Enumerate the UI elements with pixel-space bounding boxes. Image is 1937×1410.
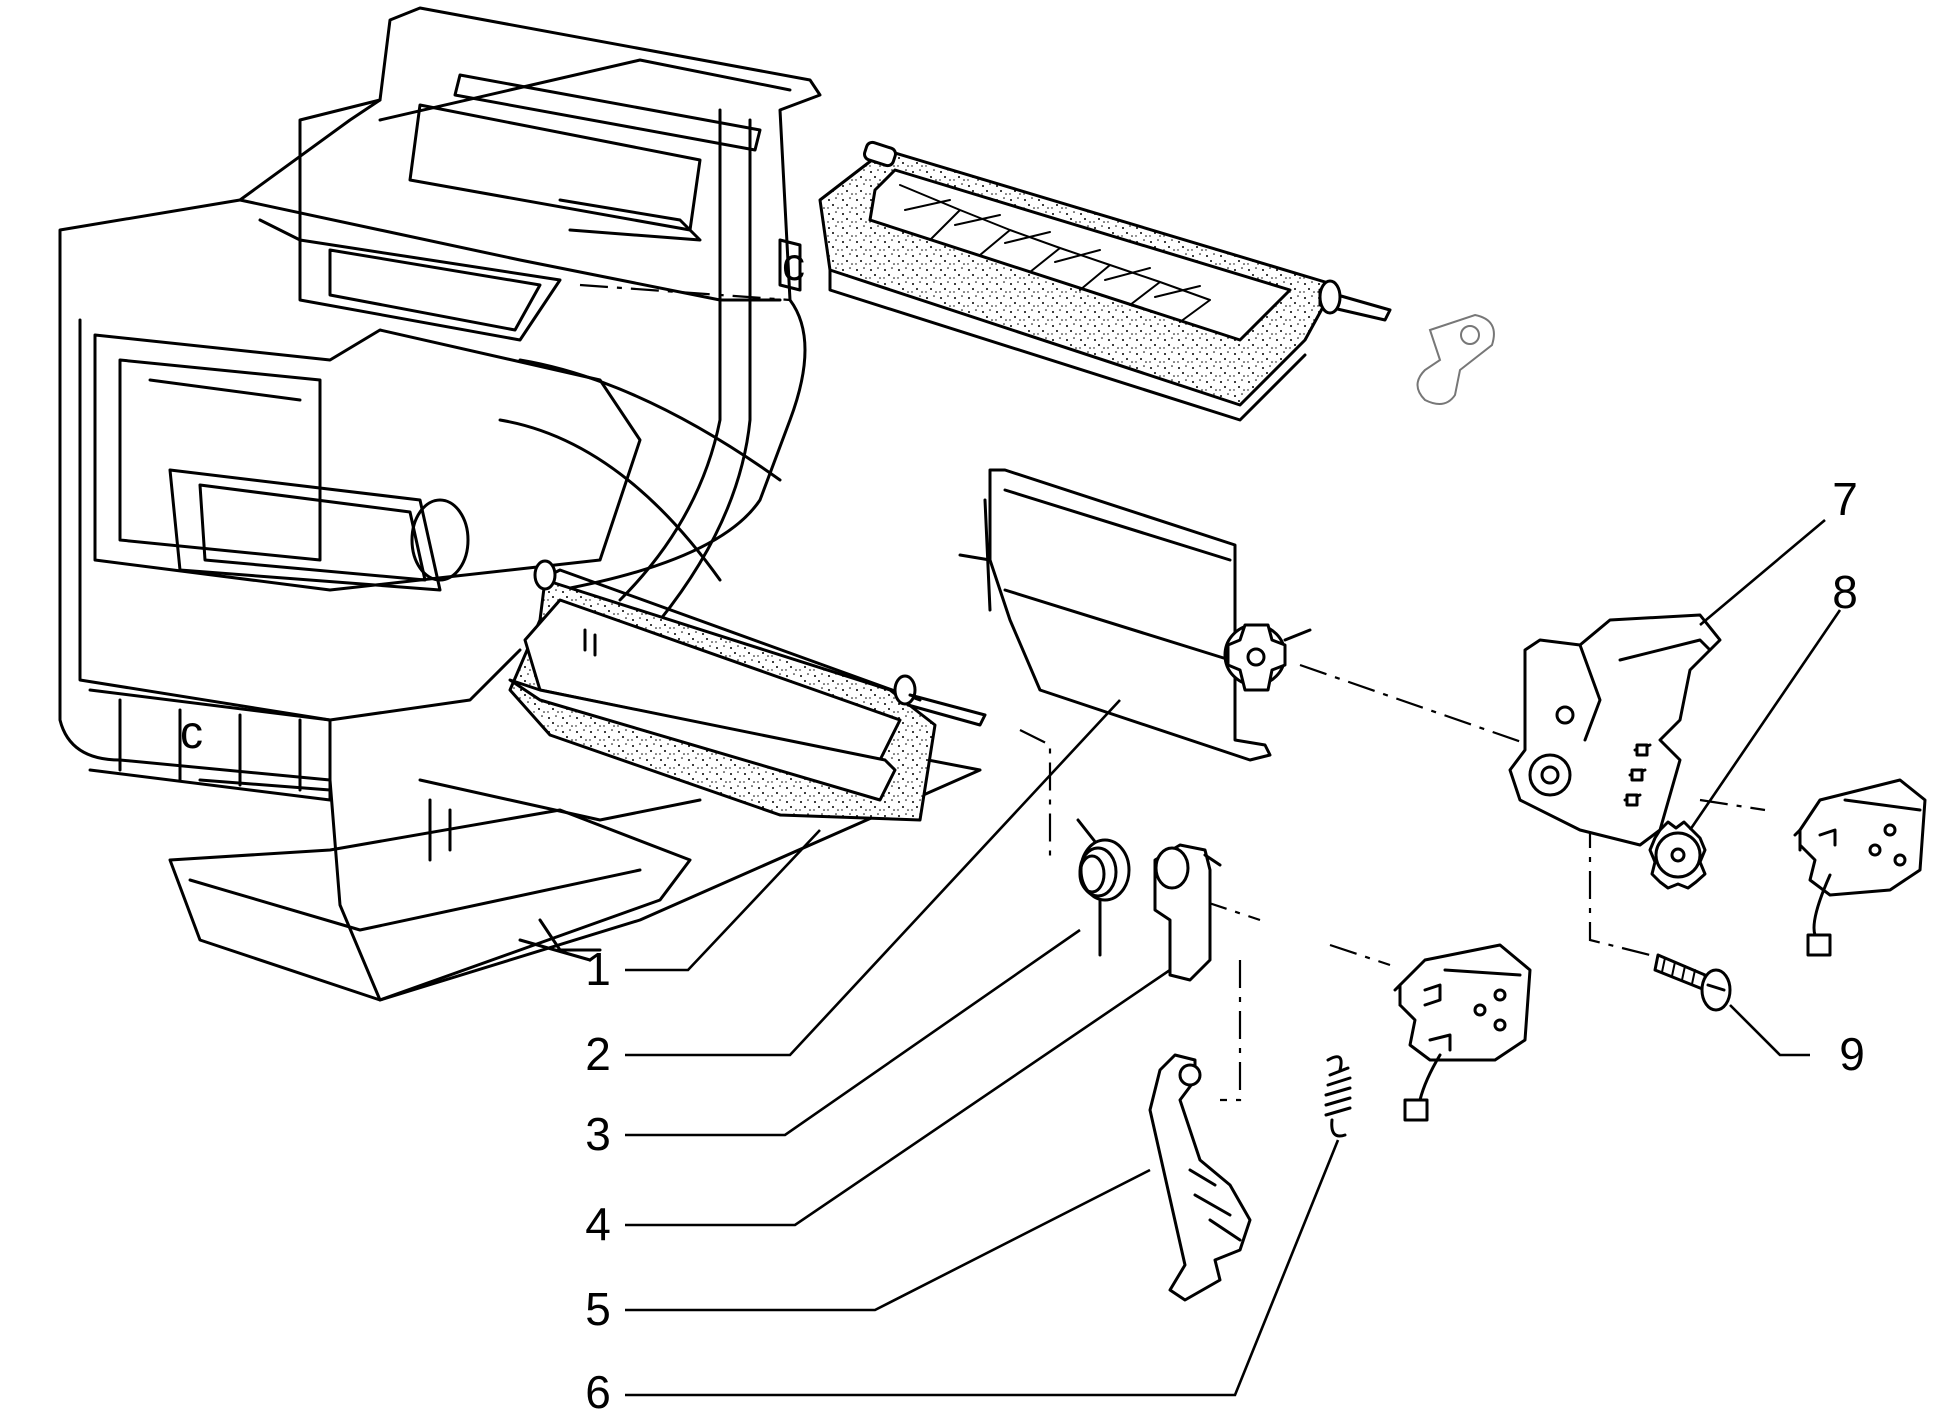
actuator-center (1393, 943, 1532, 1122)
callout-6: 6 (585, 1366, 611, 1410)
leader-2 (625, 699, 1121, 1057)
part-3-spring (1076, 818, 1131, 957)
leader-5 (625, 1168, 1151, 1312)
heater-housing: c c (58, 6, 982, 1002)
part-5-lever (1148, 1053, 1252, 1302)
part-8-gear (1648, 820, 1707, 890)
callout-1: 1 (585, 943, 611, 995)
leader-lines (625, 519, 1842, 1397)
callout-numbers: 1 2 3 4 5 6 7 8 9 (585, 473, 1865, 1410)
part-4-cam (1153, 843, 1222, 982)
leader-1 (625, 829, 821, 972)
callout-2: 2 (585, 1028, 611, 1080)
actuator-right (1793, 778, 1927, 957)
upper-flap (818, 140, 1392, 422)
callout-8: 8 (1832, 566, 1858, 618)
callout-3: 3 (585, 1108, 611, 1160)
leader-4 (625, 968, 1171, 1227)
leader-8 (1688, 609, 1842, 831)
housing-mark: c (180, 706, 203, 758)
callout-7: 7 (1832, 473, 1858, 525)
part-7-bracket (1508, 613, 1722, 847)
callout-4: 4 (585, 1198, 611, 1250)
part-6-spring (1324, 1055, 1352, 1138)
leader-9 (1729, 1004, 1810, 1057)
leader-6 (625, 1139, 1340, 1397)
leader-7 (1699, 519, 1826, 626)
part-9-screw (1653, 953, 1732, 1012)
leader-3 (625, 928, 1081, 1137)
part-2-flap (958, 468, 1312, 762)
callout-5: 5 (585, 1283, 611, 1335)
housing-mark: c (782, 238, 805, 290)
callout-9: 9 (1839, 1028, 1865, 1080)
small-lever-part (1416, 313, 1495, 405)
part-1-flap (508, 559, 987, 822)
